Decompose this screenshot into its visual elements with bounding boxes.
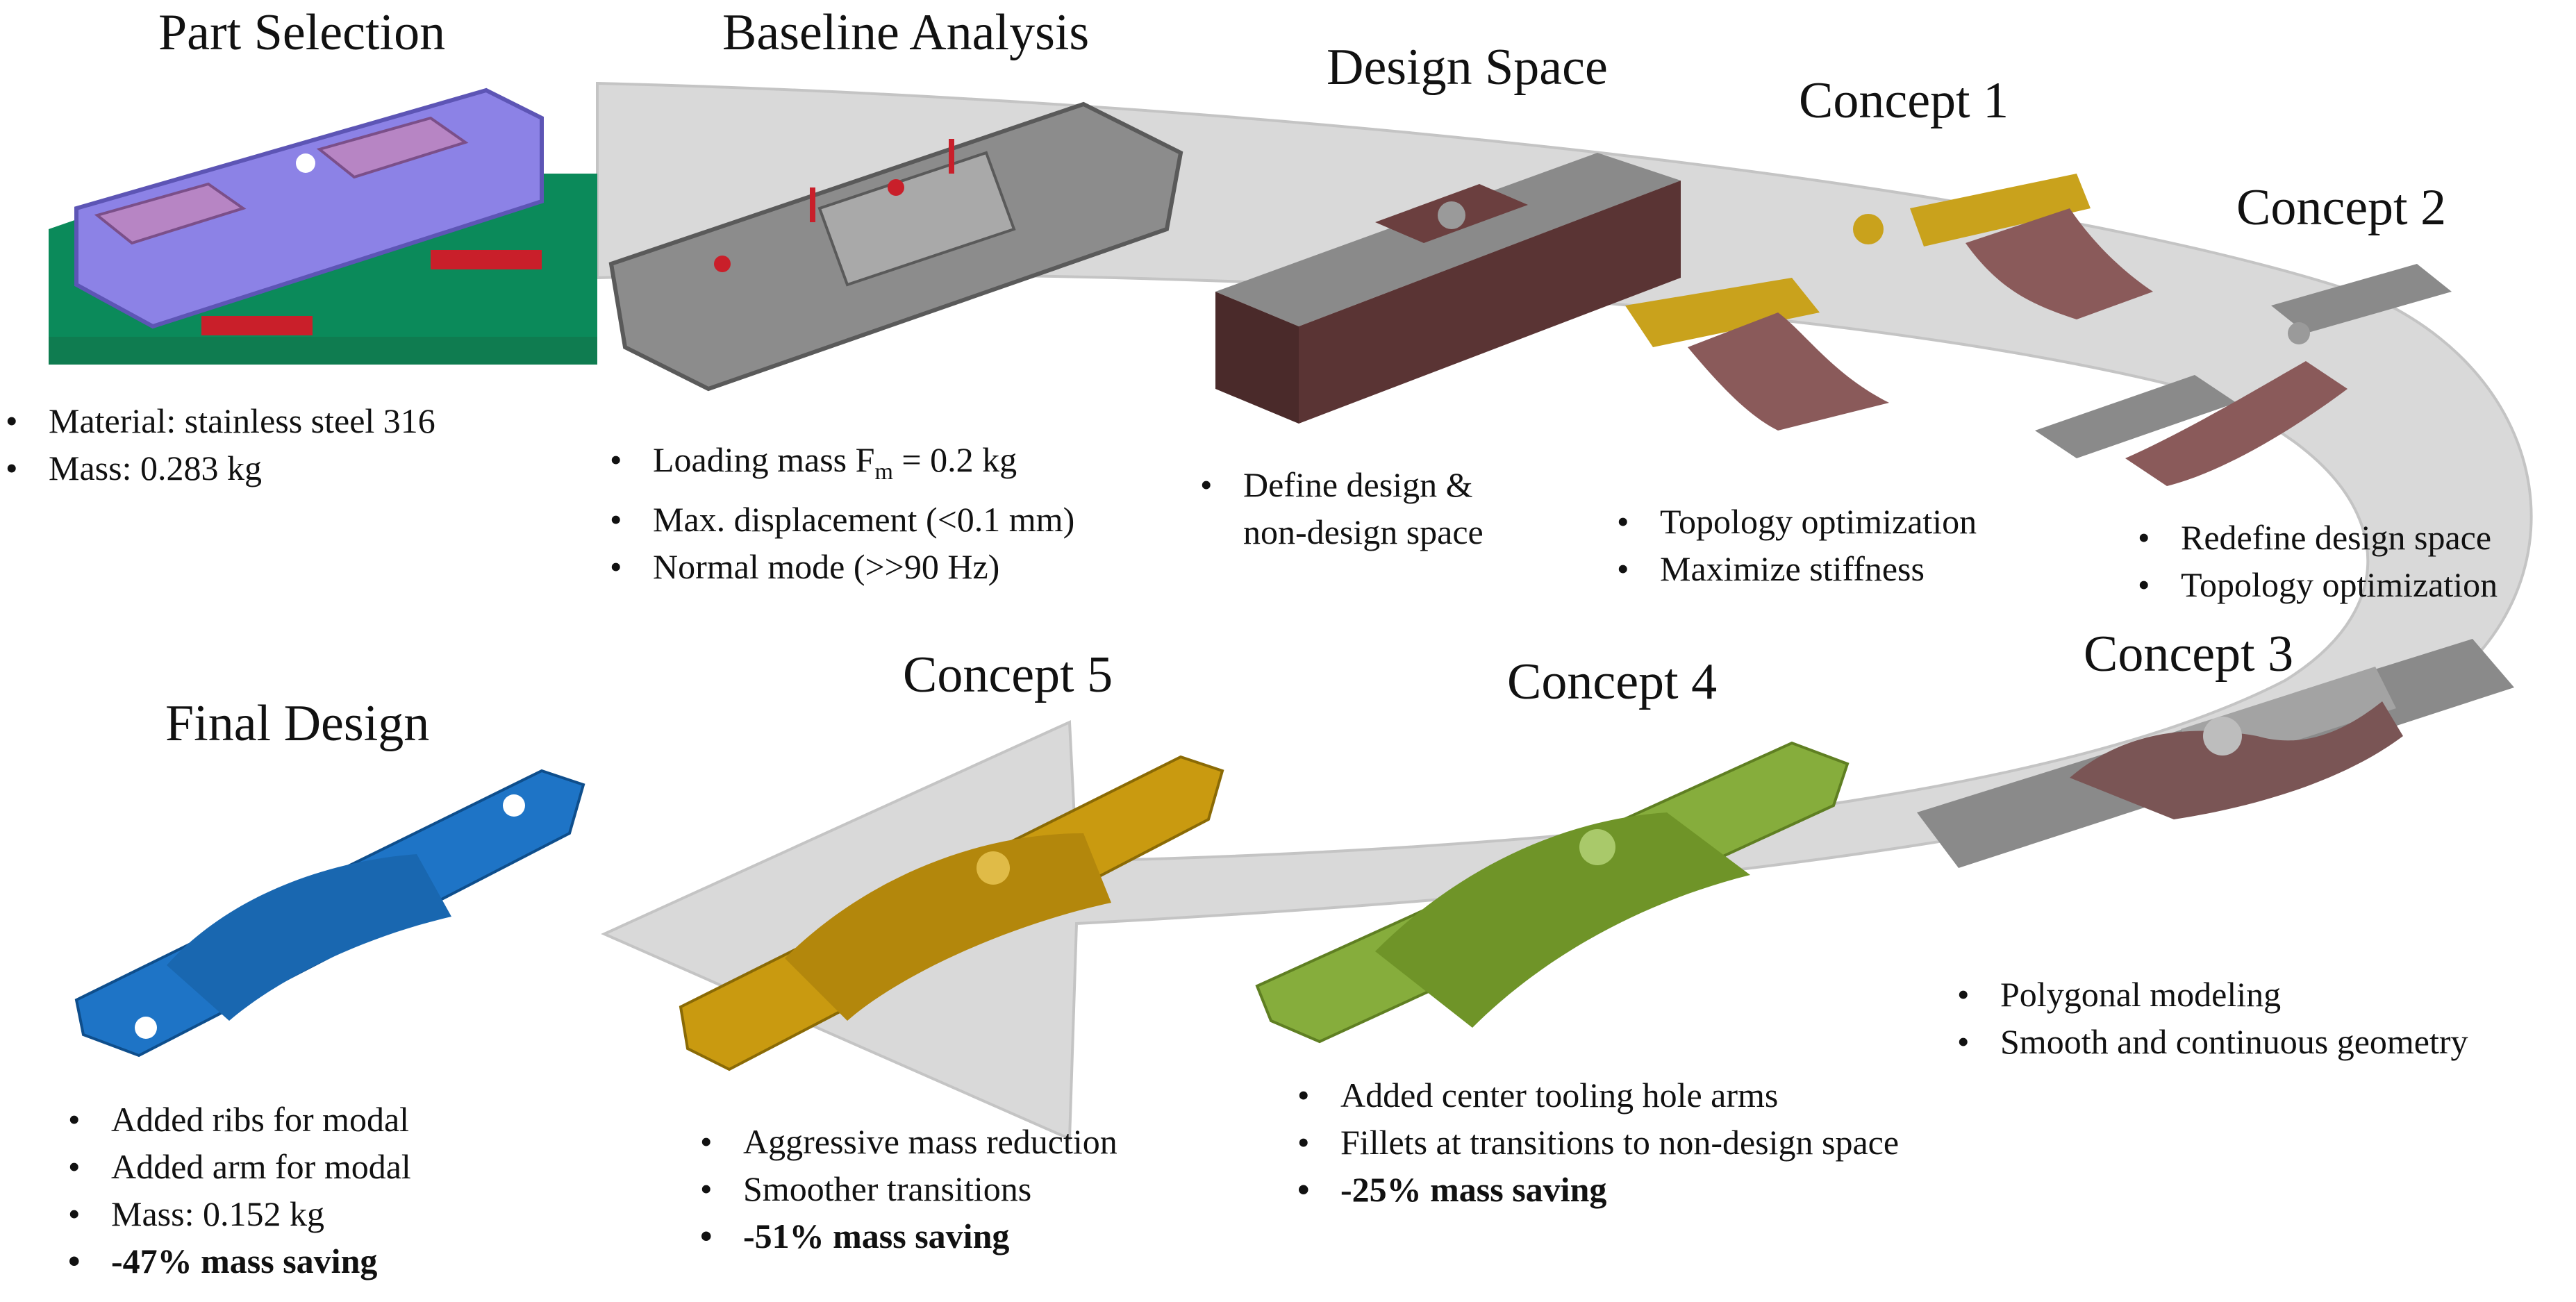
stage-title-part-selection: Part Selection bbox=[158, 4, 446, 61]
bullet-item: Define design & bbox=[1195, 461, 1484, 508]
concept-3-bullets: Polygonal modeling Smooth and continuous… bbox=[1952, 971, 2468, 1065]
concept-5-bullets: Aggressive mass reduction Smoother trans… bbox=[695, 1118, 1117, 1260]
bullet-item: Added center tooling hole arms bbox=[1292, 1071, 1899, 1119]
bullet-item-continuation: non-design space bbox=[1243, 512, 1484, 551]
concept-2-image bbox=[2035, 264, 2452, 486]
bullet-item-mass-saving: -47% mass saving bbox=[63, 1237, 411, 1285]
stage-title-final-design: Final Design bbox=[165, 695, 430, 752]
bullet-item: Added ribs for modal bbox=[63, 1096, 411, 1143]
design-space-image bbox=[1215, 153, 1681, 424]
bullet-item: Smoother transitions bbox=[695, 1165, 1117, 1212]
concept-1-image bbox=[1625, 174, 2153, 431]
bullet-item: Mass: 0.152 kg bbox=[63, 1190, 411, 1237]
stage-title-baseline-analysis: Baseline Analysis bbox=[722, 4, 1090, 61]
bullet-item: Mass: 0.283 kg bbox=[0, 444, 435, 492]
design-space-bullets: Define design & non-design space bbox=[1195, 461, 1484, 556]
concept-5-image bbox=[679, 755, 1224, 1071]
stage-title-concept-3: Concept 3 bbox=[2084, 626, 2294, 683]
bullet-item: Fillets at transitions to non-design spa… bbox=[1292, 1119, 1899, 1166]
baseline-analysis-image bbox=[608, 101, 1183, 392]
bullet-item-mass-saving: -25% mass saving bbox=[1292, 1166, 1899, 1213]
bullet-item: Maximize stiffness bbox=[1611, 545, 1977, 592]
bullet-item: Added arm for modal bbox=[63, 1143, 411, 1190]
bullet-item: Material: stainless steel 316 bbox=[0, 397, 435, 444]
loading-mass-subscript: m bbox=[874, 459, 893, 485]
bullet-item: Topology optimization bbox=[1611, 498, 1977, 545]
loading-mass-label: Loading mass F bbox=[653, 440, 875, 479]
concept-2-bullets: Redefine design space Topology optimizat… bbox=[2132, 514, 2498, 608]
concept-1-bullets: Topology optimization Maximize stiffness bbox=[1611, 498, 1977, 592]
bullet-item: Polygonal modeling bbox=[1952, 971, 2468, 1018]
stage-title-design-space: Design Space bbox=[1327, 39, 1608, 96]
final-design-image bbox=[74, 769, 585, 1058]
stage-title-concept-4: Concept 4 bbox=[1507, 653, 1718, 710]
stage-title-concept-2: Concept 2 bbox=[2236, 179, 2447, 236]
concept-4-image bbox=[1255, 741, 1850, 1044]
bullet-item: Max. displacement (<0.1 mm) bbox=[604, 496, 1074, 543]
bullet-item: Redefine design space bbox=[2132, 514, 2498, 561]
stage-title-concept-5: Concept 5 bbox=[903, 646, 1113, 703]
part-selection-image bbox=[49, 87, 597, 365]
loading-mass-value: = 0.2 kg bbox=[892, 440, 1017, 479]
bullet-item-loading-mass: Loading mass Fm = 0.2 kg bbox=[604, 436, 1074, 496]
final-design-bullets: Added ribs for modal Added arm for modal… bbox=[63, 1096, 411, 1285]
part-selection-bullets: Material: stainless steel 316 Mass: 0.28… bbox=[0, 397, 435, 492]
stage-title-concept-1: Concept 1 bbox=[1799, 72, 2009, 129]
baseline-analysis-bullets: Loading mass Fm = 0.2 kg Max. displaceme… bbox=[604, 436, 1074, 590]
bullet-item: Aggressive mass reduction bbox=[695, 1118, 1117, 1165]
bullet-item: Topology optimization bbox=[2132, 561, 2498, 608]
bullet-item: Smooth and continuous geometry bbox=[1952, 1018, 2468, 1065]
bullet-item-mass-saving: -51% mass saving bbox=[695, 1212, 1117, 1260]
bullet-item: Normal mode (>>90 Hz) bbox=[604, 543, 1074, 590]
concept-4-bullets: Added center tooling hole arms Fillets a… bbox=[1292, 1071, 1899, 1213]
concept-3-image bbox=[1917, 639, 2514, 868]
